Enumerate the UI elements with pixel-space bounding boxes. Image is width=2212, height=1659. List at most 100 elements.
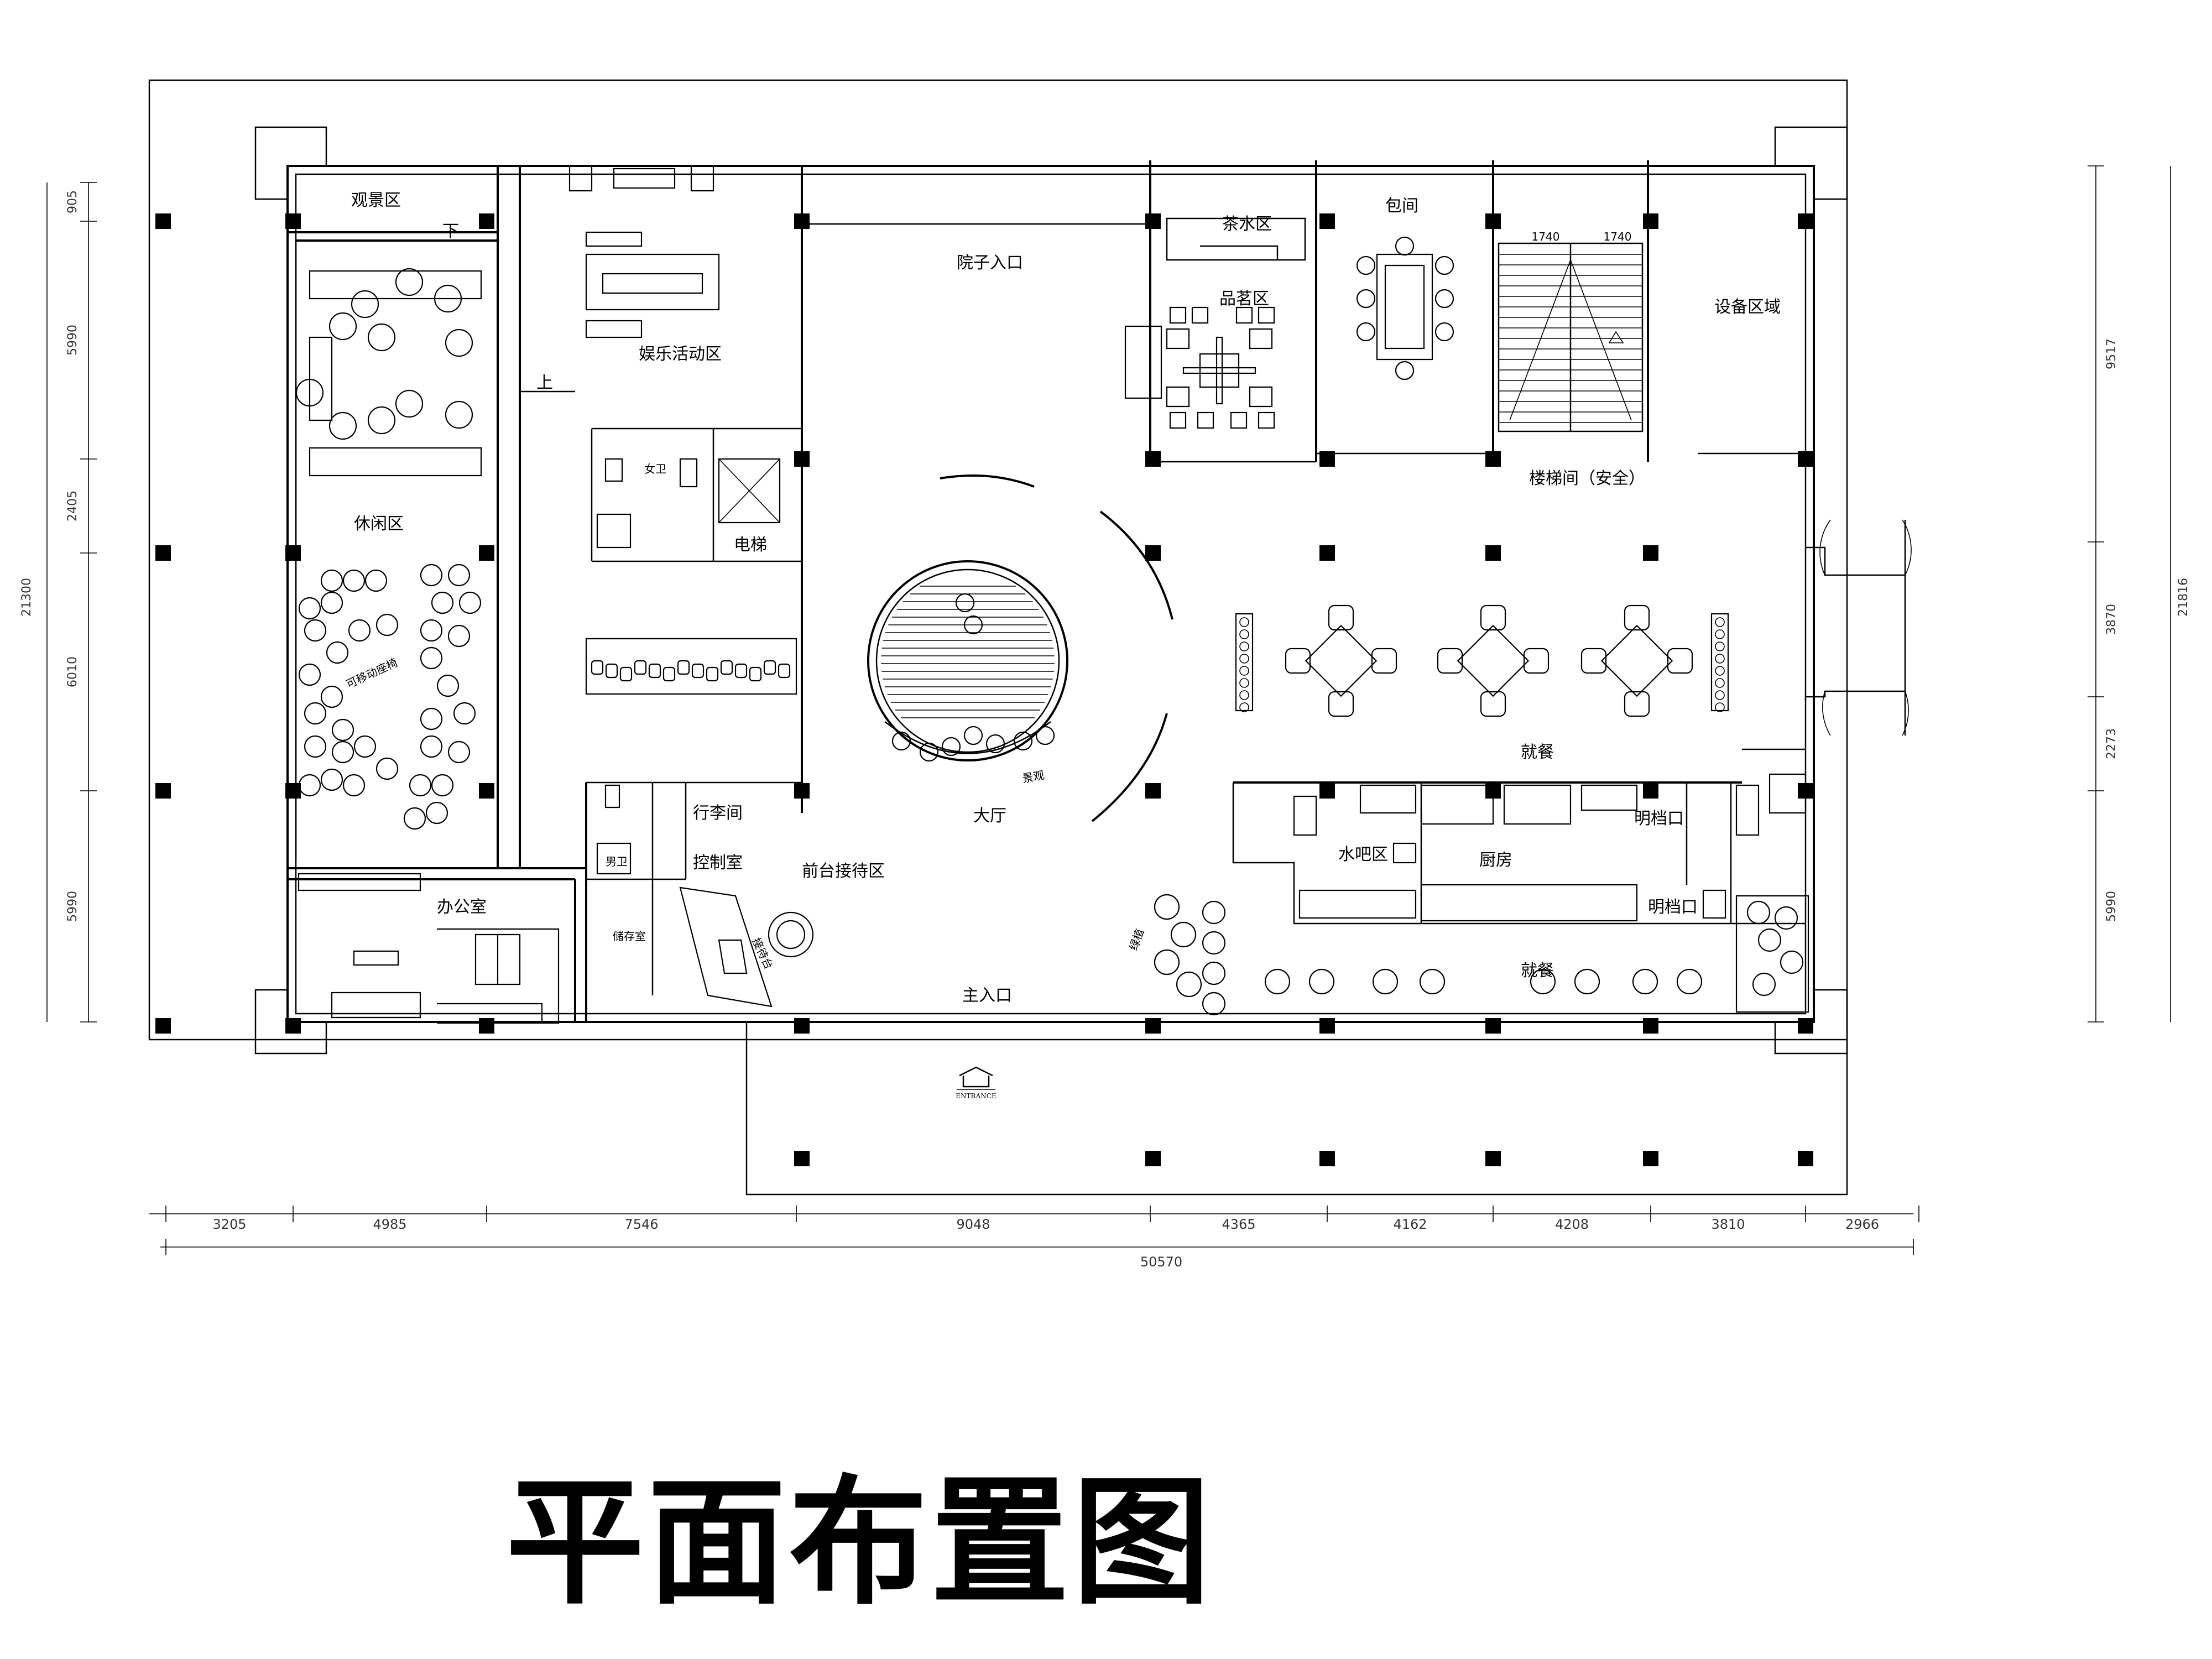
tea-stool [1169,411,1187,429]
column [1319,451,1335,467]
tea-stool [1235,306,1253,324]
planter-pebble [1715,629,1725,639]
planter-pebble [1715,702,1725,712]
dining-chair [1371,648,1397,674]
round-stool [304,619,327,642]
planter-pebble [1239,702,1249,712]
display-stone [706,666,719,682]
column [1798,213,1813,229]
planter-pebble [1239,629,1249,639]
dining-table [1305,624,1378,697]
round-stool [420,735,443,758]
display-stone [677,660,690,675]
dining-chair [1356,322,1376,342]
column [1643,1018,1658,1034]
dimension-label: 5990 [2105,891,2119,922]
column [1485,1018,1501,1034]
display-stone [619,666,633,682]
bar-stool [1632,968,1658,995]
column [1485,451,1501,467]
column [155,545,171,561]
dining-chair [1480,691,1506,717]
lounge-chair [367,406,396,435]
planter-shrub [1176,971,1202,998]
room-label-luggage: 行李间 [693,804,743,823]
column [155,1018,171,1034]
room-labels: 观景区 休闲区 娱乐活动区 女卫 电梯 行李间 控制室 男卫 办公室 储存室 前… [344,191,1781,1005]
lounge-chair [328,411,357,440]
column [155,783,171,799]
round-stool [447,740,471,764]
room-label-private-room: 包间 [1385,196,1418,216]
dining-chair [1434,322,1454,342]
interior-walls [288,160,1912,1022]
round-stool [304,702,327,725]
round-stool [298,774,321,797]
dimension-label: 5990 [66,325,80,356]
total-width-dimension: 50570 [1140,1254,1182,1270]
lobby-planter [955,593,975,613]
bar-stool [1308,968,1335,995]
room-label-male-wc: 男卫 [606,855,628,868]
column [479,213,494,229]
column [794,1018,810,1034]
dimension-label: 7546 [624,1217,658,1232]
room-label-open-stall-2: 明档口 [1648,898,1698,917]
planter-pebble [1715,641,1725,651]
dining-chair [1624,604,1650,631]
tea-stool [1191,306,1209,324]
dining-table [1457,624,1530,697]
round-stool [342,774,366,797]
planter-pebble [1239,617,1249,627]
dining-chair [1480,604,1506,631]
column [479,783,494,799]
room-label-female-wc: 女卫 [644,462,666,476]
round-stool [447,564,471,587]
column [1145,1018,1161,1034]
round-stool [375,613,399,637]
column [1145,451,1161,467]
dining-chair [1285,648,1311,674]
lobby-planter [985,734,1005,754]
planter-shrub [1170,921,1197,948]
column [285,1018,301,1034]
lobby-planter [1035,726,1055,745]
garden-shrub [1752,972,1776,997]
column [479,1018,494,1034]
round-stool [420,564,443,587]
bar-stool [1202,961,1226,985]
round-stool [436,674,460,697]
furniture [295,165,1809,1024]
dining-chair [1395,236,1415,256]
lounge-chair [445,400,473,429]
room-label-leisure: 休闲区 [354,514,404,534]
round-stool [304,735,327,758]
dimension-label: 9517 [2105,338,2119,369]
dining-chair [1328,604,1354,631]
dimension-label: 3205 [212,1217,246,1232]
display-stone [734,663,748,679]
column [1798,451,1813,467]
lounge-chair [351,290,379,319]
bar-stool [1202,992,1226,1016]
dining-chair [1356,255,1376,275]
planter-shrub [1154,949,1180,975]
room-label-tea-water: 茶水区 [1222,215,1272,234]
room-label-kitchen: 厨房 [1479,851,1512,870]
planter-pebble [1239,690,1249,700]
dimension-lines [46,165,2171,1255]
dimension-label: 2405 [66,491,80,521]
planter-shrub [1154,894,1180,920]
display-stone [778,663,791,679]
dimension-label: 5990 [66,891,80,922]
dining-chair [1395,361,1415,380]
garden-shrub [1746,900,1771,925]
column [794,213,810,229]
dimension-label: 2273 [2105,728,2119,759]
stair-down-marker: 下 [442,222,459,241]
garden-shrub [1757,928,1782,952]
bar-stool [1419,968,1446,995]
room-label-dining-upper: 就餐 [1521,743,1554,762]
tea-stool [1169,306,1187,324]
